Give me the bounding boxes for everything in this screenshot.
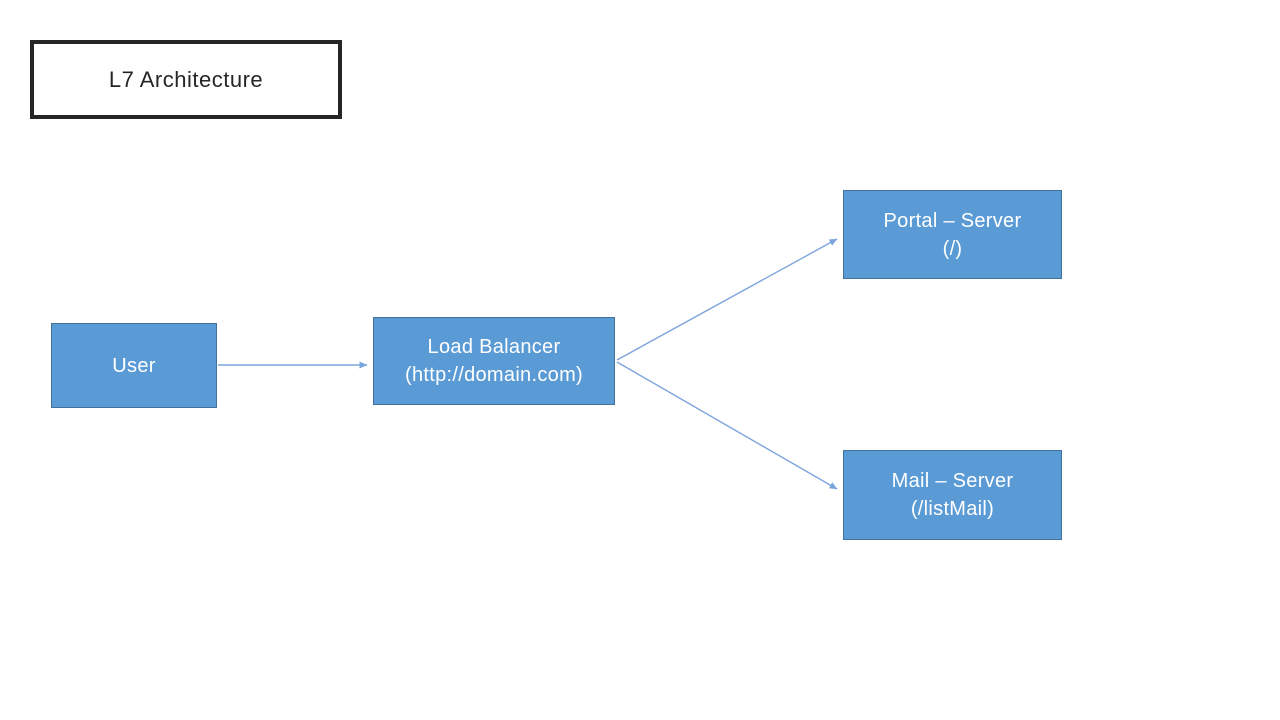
- node-load-balancer: Load Balancer (http://domain.com): [373, 317, 615, 405]
- arrow-loadbalancer-to-mail: [616, 361, 838, 490]
- diagram-title-box: L7 Architecture: [30, 40, 342, 119]
- diagram-title: L7 Architecture: [108, 66, 264, 92]
- node-portal-server: Portal – Server (/): [843, 190, 1062, 279]
- node-portal-server-label-line1: Portal – Server: [883, 209, 1022, 232]
- node-mail-server-label-line2: (/listMail): [910, 498, 995, 520]
- node-portal-server-label-line2: (/): [942, 237, 963, 260]
- node-user-label: User: [112, 354, 156, 377]
- node-mail-server: Mail – Server (/listMail): [843, 450, 1062, 540]
- node-user: User: [51, 323, 217, 408]
- node-load-balancer-label-line2: (http://domain.com): [405, 364, 583, 386]
- arrow-loadbalancer-to-portal: [616, 238, 838, 361]
- node-mail-server-label-line1: Mail – Server: [891, 470, 1014, 492]
- node-load-balancer-label-line1: Load Balancer: [427, 336, 561, 358]
